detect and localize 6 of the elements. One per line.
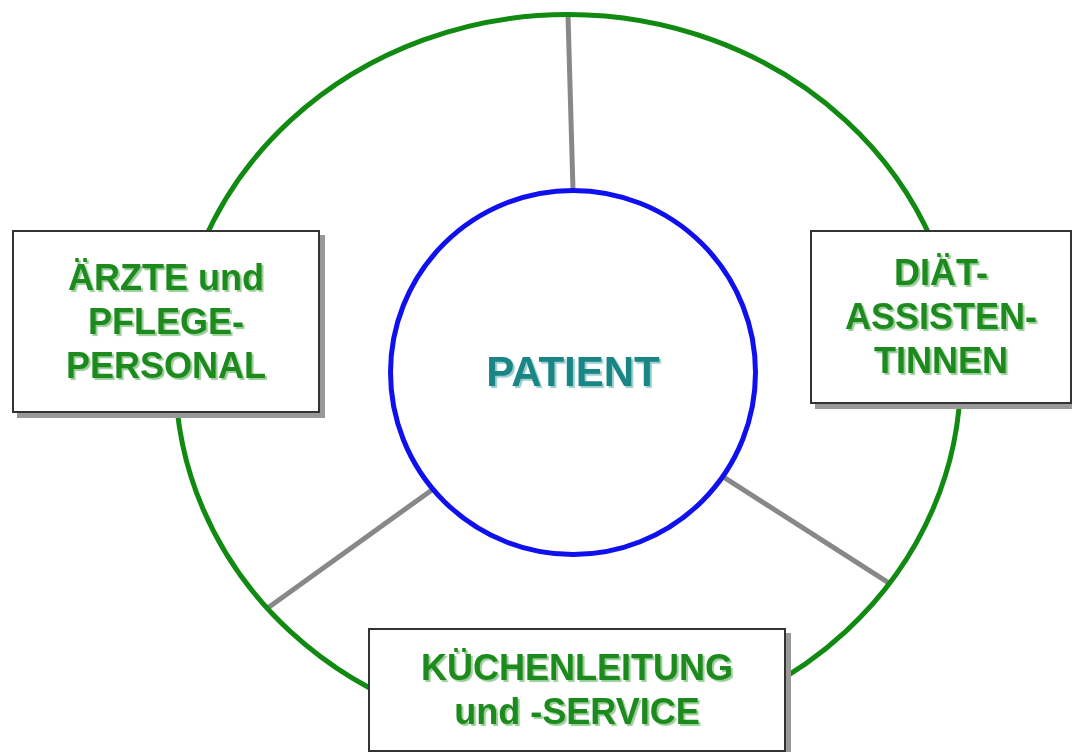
role-label: KÜCHENLEITUNG und -SERVICE <box>420 646 734 734</box>
center-label: PATIENT <box>486 350 660 394</box>
connector-line <box>565 14 576 191</box>
role-label: DIÄT- ASSISTEN- TINNEN <box>844 251 1038 383</box>
connector-line <box>266 486 436 611</box>
role-label: ÄRZTE und PFLEGE- PERSONAL <box>65 255 267 388</box>
